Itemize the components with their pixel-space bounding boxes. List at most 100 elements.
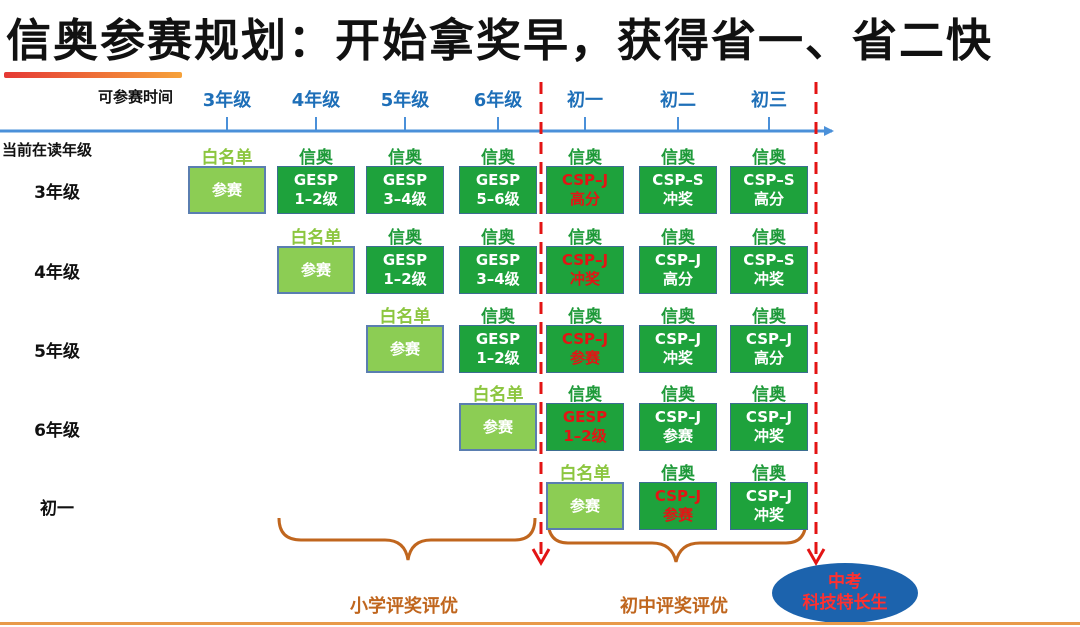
cell-caption: 信奥: [481, 307, 515, 327]
cell-caption: 信奥: [388, 148, 422, 168]
cell-caption: 信奥: [568, 307, 602, 327]
cell-line-1: CSP–J: [561, 251, 609, 269]
plan-cell: 参赛: [366, 325, 444, 373]
cell-caption: 白名单: [472, 385, 524, 405]
column-header-6: 初二: [660, 90, 696, 111]
cell-caption: 信奥: [661, 228, 695, 248]
cell-line-1: CSP–J: [654, 330, 702, 348]
cell-line-1: CSP–J: [561, 171, 609, 189]
junior-award-label: 初中评奖评优: [620, 596, 728, 617]
plan-cell: 参赛: [188, 166, 266, 214]
column-header-2: 4年级: [291, 90, 341, 111]
cell-line-2: 参赛: [662, 506, 693, 524]
cell-line-2: 冲奖: [662, 349, 693, 367]
cell-line-1: CSP–J: [654, 251, 702, 269]
column-header-4: 6年级: [473, 90, 523, 111]
cell-caption: 白名单: [290, 228, 342, 248]
cell-line-1: 参赛: [389, 339, 420, 358]
cell-caption: 信奥: [661, 148, 695, 168]
cell-caption: 白名单: [201, 148, 253, 168]
cell-line-1: CSP–S: [743, 251, 795, 269]
column-header-7: 初三: [751, 90, 787, 111]
cell-line-1: 参赛: [482, 417, 513, 436]
title-underline: [4, 72, 182, 78]
cell-line-2: 参赛: [569, 349, 600, 367]
cell-line-1: CSP–J: [745, 330, 793, 348]
cell-line-1: CSP–J: [745, 487, 793, 505]
cell-caption: 白名单: [379, 307, 431, 327]
cell-line-1: CSP–J: [654, 487, 702, 505]
goal-ellipse: 中考 科技特长生: [772, 563, 918, 623]
cell-caption: 信奥: [388, 228, 422, 248]
cell-line-1: GESP: [475, 251, 521, 269]
plan-cell: 参赛: [277, 246, 355, 294]
time-axis-label: 可参赛时间: [98, 88, 174, 106]
row-header-5: 初一: [40, 499, 74, 519]
cell-caption: 信奥: [752, 385, 786, 405]
cell-line-2: 高分: [569, 190, 600, 208]
column-header-3: 5年级: [380, 90, 430, 111]
cell-caption: 信奥: [661, 385, 695, 405]
cell-caption: 信奥: [568, 228, 602, 248]
goal-line-2: 科技特长生: [802, 593, 888, 613]
cell-line-1: CSP–S: [652, 171, 704, 189]
divider-primary-junior: [531, 82, 551, 567]
cell-caption: 信奥: [752, 148, 786, 168]
page-title: 信奥参赛规划：开始拿奖早，获得省一、省二快: [6, 14, 994, 67]
cell-line-1: CSP–J: [654, 408, 702, 426]
cell-caption: 白名单: [559, 464, 611, 484]
plan-cell: 参赛: [546, 482, 624, 530]
cell-line-1: GESP: [382, 251, 428, 269]
cell-line-1: CSP–S: [743, 171, 795, 189]
cell-line-2: 高分: [662, 270, 693, 288]
cell-line-2: 冲奖: [662, 190, 693, 208]
row-header-4: 6年级: [34, 421, 80, 441]
cell-caption: 信奥: [752, 307, 786, 327]
row-header-3: 5年级: [34, 342, 80, 362]
cell-caption: 信奥: [299, 148, 333, 168]
goal-line-1: 中考: [828, 572, 862, 592]
cell-line-1: 参赛: [569, 496, 600, 515]
cell-line-2: 3–4级: [383, 190, 427, 208]
cell-line-1: GESP: [475, 171, 521, 189]
cell-line-1: GESP: [293, 171, 339, 189]
bottom-rule: [0, 622, 1080, 625]
cell-line-2: 1–2级: [383, 270, 427, 288]
cell-caption: 信奥: [568, 148, 602, 168]
cell-line-1: CSP–J: [745, 408, 793, 426]
cell-caption: 信奥: [661, 307, 695, 327]
column-header-1: 3年级: [202, 90, 252, 111]
cell-caption: 信奥: [568, 385, 602, 405]
plan-cell: 参赛: [459, 403, 537, 451]
cell-caption: 信奥: [752, 228, 786, 248]
cell-line-1: GESP: [382, 171, 428, 189]
cell-line-1: 参赛: [300, 260, 331, 279]
cell-line-2: 参赛: [662, 427, 693, 445]
cell-line-2: 冲奖: [569, 270, 600, 288]
row-header-2: 4年级: [34, 263, 80, 283]
column-header-5: 初一: [567, 90, 603, 111]
cell-line-2: 1–2级: [476, 349, 520, 367]
row-header-1: 3年级: [34, 183, 80, 203]
timeline-ticks: [226, 117, 770, 131]
cell-caption: 信奥: [752, 464, 786, 484]
